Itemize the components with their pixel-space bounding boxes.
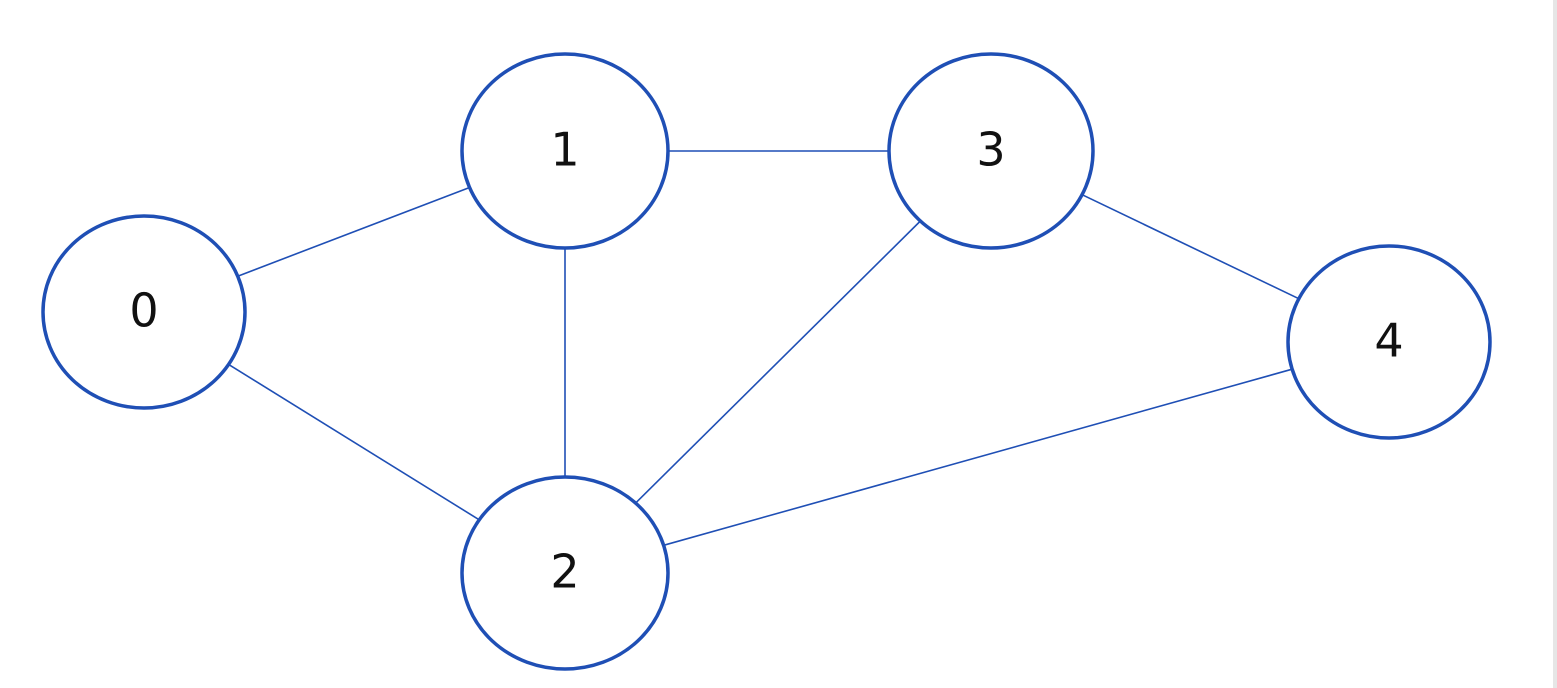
edge-3-4: [1081, 193, 1300, 300]
edges-layer: [228, 150, 1300, 547]
node-2: 2: [460, 475, 670, 671]
node-1: 1: [460, 52, 670, 250]
node-circle-2: [460, 475, 670, 671]
edge-2-3: [635, 220, 921, 504]
node-circle-3: [887, 52, 1095, 250]
edge-0-1: [237, 186, 470, 277]
node-label-1: 1: [550, 123, 579, 177]
edge-2-4: [663, 368, 1293, 547]
node-label-3: 3: [976, 123, 1005, 177]
node-label-2: 2: [550, 545, 579, 599]
node-0: 0: [41, 214, 247, 410]
nodes-layer: 0 1 2 3 4: [41, 52, 1492, 671]
edge-0-2: [228, 363, 480, 521]
node-circle-1: [460, 52, 670, 250]
node-circle-4: [1286, 244, 1492, 440]
node-circle-0: [41, 214, 247, 410]
node-label-4: 4: [1374, 314, 1403, 368]
node-label-0: 0: [129, 284, 158, 338]
node-3: 3: [887, 52, 1095, 250]
right-border: [1553, 0, 1557, 688]
node-4: 4: [1286, 244, 1492, 440]
